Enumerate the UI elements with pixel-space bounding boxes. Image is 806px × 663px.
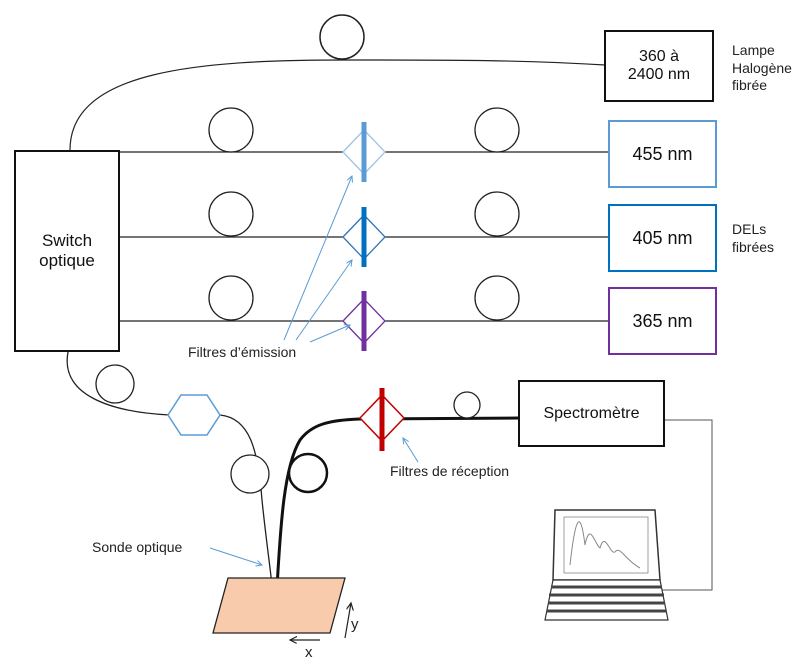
excitation-loop-2 — [230, 454, 270, 494]
led-box-405: 405 nm — [608, 204, 717, 272]
led-box-455: 455 nm — [608, 120, 717, 188]
led-box-365: 365 nm — [608, 287, 717, 355]
probe-arrow — [209, 547, 262, 565]
lamp-label-line2: Halogène — [732, 59, 792, 76]
lamp-label-line1: Lampe — [732, 42, 775, 58]
collection-fiber — [274, 416, 521, 605]
lamp-range-line2: 2400 nm — [627, 66, 691, 83]
emission-arrow-2 — [295, 260, 352, 341]
emission-arrow-1 — [283, 176, 352, 341]
emission-filter-365 — [342, 291, 386, 351]
lamp-label: Lampe Halogène fibrée — [732, 42, 792, 95]
x-axis-label: x — [305, 644, 313, 661]
loop-405-right — [474, 191, 520, 237]
reception-filter — [358, 388, 406, 451]
lamp-box: 360 à 2400 nm — [604, 30, 714, 102]
emission-filters-label: Filtres d’émission — [188, 344, 297, 360]
lamp-range-line1: 360 à — [638, 48, 680, 65]
led-label-line2: fibrées — [732, 238, 775, 255]
loop-455-left — [208, 107, 254, 153]
spectrometer-label: Spectromètre — [543, 404, 640, 422]
led-455-label: 455 nm — [632, 143, 693, 164]
collection-loop-2 — [453, 391, 481, 419]
emission-arrow-3 — [309, 325, 350, 343]
sample-surface — [212, 577, 346, 634]
reception-arrow — [403, 438, 419, 463]
laptop-spectrum-curve — [569, 521, 641, 569]
loop-405-left — [208, 191, 254, 237]
loop-365-right — [474, 275, 520, 321]
excitation-hex-filter — [167, 394, 221, 436]
collection-loop-1 — [287, 452, 329, 494]
usb-cable — [662, 419, 713, 591]
excitation-loop-1 — [95, 364, 135, 404]
laptop — [544, 509, 669, 621]
spectrometer-box: Spectromètre — [518, 380, 665, 447]
reception-filters-label: Filtres de réception — [390, 463, 510, 479]
led-365-label: 365 nm — [632, 310, 693, 331]
switch-label-line1: Switch — [41, 231, 93, 250]
emission-filter-405 — [342, 207, 386, 267]
emission-filter-455 — [342, 122, 386, 182]
switch-label-line2: optique — [39, 251, 95, 270]
switch-box: Switch optique — [14, 150, 120, 352]
lamp-label-line3: fibrée — [732, 77, 768, 93]
excitation-fiber — [66, 351, 275, 605]
probe-label: Sonde optique — [92, 539, 183, 555]
loop-455-right — [474, 107, 520, 153]
y-axis-label: y — [351, 616, 359, 633]
loop-365-left — [208, 275, 254, 321]
led-label: DELs fibrées — [732, 221, 774, 256]
led-label-line1: DELs — [732, 221, 767, 237]
y-axis-arrow — [344, 603, 351, 639]
led-405-label: 405 nm — [632, 227, 693, 248]
lamp-fiber — [69, 59, 606, 151]
lamp-fiber-loop — [319, 14, 365, 60]
